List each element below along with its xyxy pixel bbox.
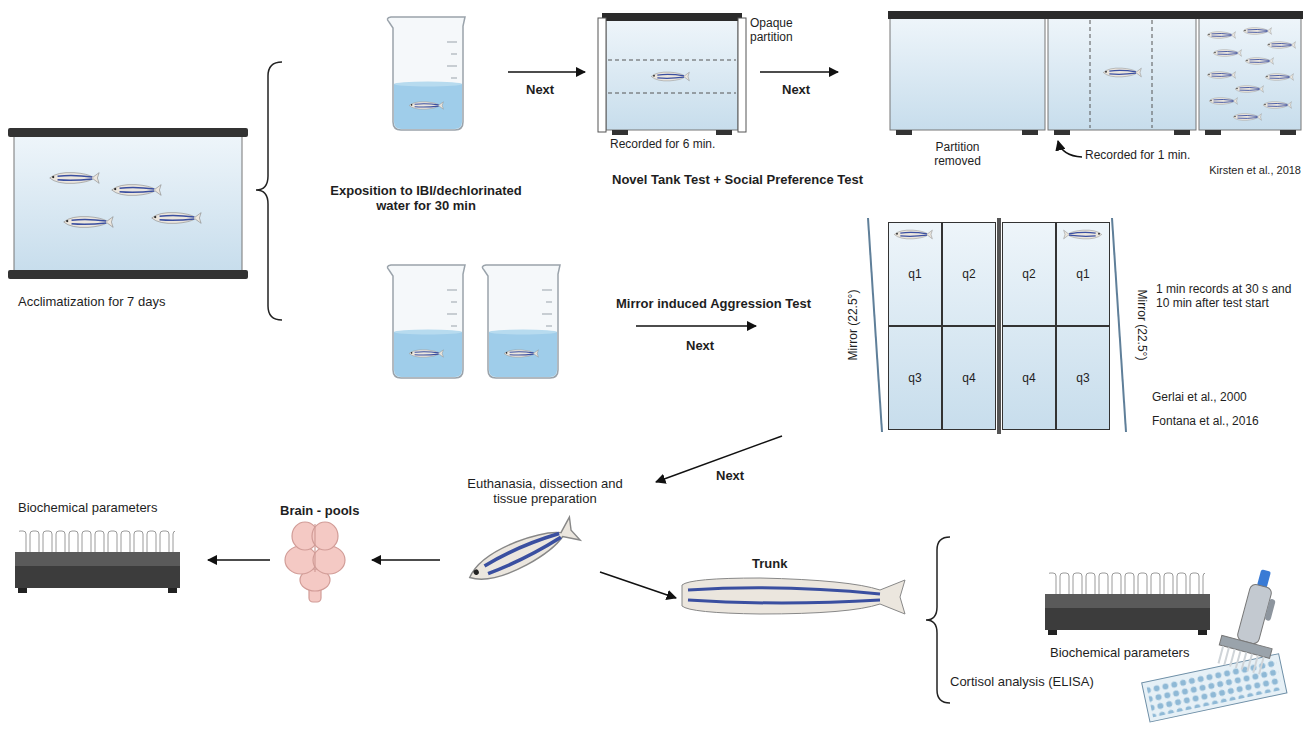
quadrant-label: q1 xyxy=(1076,267,1089,281)
quadrant-label: q4 xyxy=(962,371,975,385)
quadrant-label: q4 xyxy=(1022,371,1035,385)
annotation-text: Mirror (22.5°) xyxy=(1135,290,1149,361)
quadrant-box: q2 xyxy=(942,222,996,326)
annotation-text: Next xyxy=(686,338,714,353)
annotation-text: Next xyxy=(782,82,810,97)
annotation-text: 1 min records at 30 s and 10 min after t… xyxy=(1156,282,1302,310)
quadrant-label: q2 xyxy=(1022,267,1035,281)
quadrant-label: q1 xyxy=(908,267,921,281)
quadrant-box: q4 xyxy=(1002,326,1056,430)
annotation-text: Exposition to IBI/dechlorinated water fo… xyxy=(312,183,540,214)
annotation-text: Euthanasia, dissection and tissue prepar… xyxy=(455,476,635,507)
annotation-text: Biochemical parameters xyxy=(1050,645,1189,660)
quadrant-box: q3 xyxy=(888,326,942,430)
annotation-text: Next xyxy=(716,468,744,483)
annotation-text: Recorded for 1 min. xyxy=(1085,148,1190,162)
annotation-text: Opaque partition xyxy=(750,16,825,44)
tube-rack xyxy=(15,530,180,593)
annotation-text: Mirror (22.5°) xyxy=(846,290,860,361)
annotation-text: Mirror induced Aggression Test xyxy=(616,296,811,311)
annotation-text: Cortisol analysis (ELISA) xyxy=(950,674,1094,689)
annotation-text: Next xyxy=(526,82,554,97)
quadrant-label: q3 xyxy=(1076,371,1089,385)
annotation-text: Novel Tank Test + Social Preference Test xyxy=(612,172,863,187)
bracket xyxy=(926,537,950,703)
quadrant-box: q4 xyxy=(942,326,996,430)
annotation-text: Fontana et al., 2016 xyxy=(1152,414,1259,428)
tube-rack xyxy=(1045,572,1210,635)
annotation-text: Kirsten et al., 2018 xyxy=(1209,164,1301,177)
annotation-text: Partition removed xyxy=(915,140,1000,168)
annotation-text: Biochemical parameters xyxy=(18,500,157,515)
brain xyxy=(285,522,345,602)
fish-trunk xyxy=(682,578,905,614)
social-preference-tanks xyxy=(888,11,1303,135)
whole-fish xyxy=(464,517,580,589)
quadrant-label: q3 xyxy=(908,371,921,385)
multichannel-pipette xyxy=(1215,564,1292,676)
annotation-text: Brain - pools xyxy=(280,503,359,518)
quadrant-box: q2 xyxy=(1002,222,1056,326)
novel-tank xyxy=(598,13,746,135)
annotation-text: Recorded for 6 min. xyxy=(610,137,715,151)
elisa-plate xyxy=(1142,654,1287,722)
step-arrows xyxy=(208,72,1082,598)
aquarium xyxy=(8,128,248,279)
mirror-tank xyxy=(868,218,1126,434)
quadrant-label: q2 xyxy=(962,267,975,281)
quadrant-box: q3 xyxy=(1056,326,1110,430)
quadrant-box: q1 xyxy=(1056,222,1110,326)
quadrant-box: q1 xyxy=(888,222,942,326)
annotation-text: Acclimatization for 7 days xyxy=(18,294,165,309)
annotation-text: Trunk xyxy=(752,556,787,571)
annotation-text: Gerlai et al., 2000 xyxy=(1152,390,1247,404)
bracket xyxy=(256,62,282,320)
